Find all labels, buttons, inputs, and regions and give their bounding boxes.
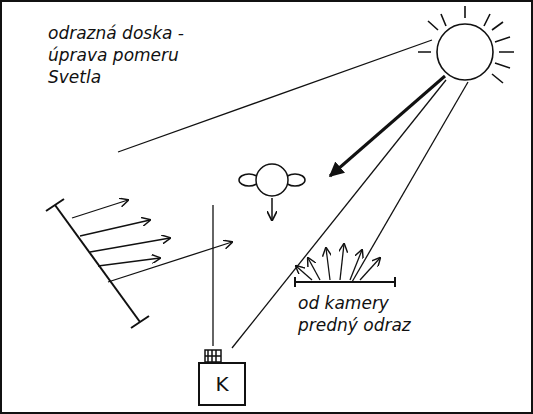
note-label: od kamery predný odraz bbox=[298, 292, 438, 336]
reflector-board bbox=[55, 205, 140, 322]
subject-figure bbox=[271, 198, 273, 220]
ground-reflection bbox=[340, 244, 344, 280]
light-line bbox=[352, 82, 468, 282]
subject-figure bbox=[256, 164, 288, 196]
camera-lens bbox=[205, 350, 221, 362]
ground-reflection bbox=[360, 258, 380, 280]
ground-reflection bbox=[326, 248, 330, 280]
ground-reflection bbox=[350, 250, 362, 280]
reflected-arrows bbox=[98, 258, 160, 266]
ground-reflection bbox=[295, 244, 395, 287]
light-line bbox=[232, 80, 446, 348]
ground-reflection bbox=[308, 258, 320, 280]
sun bbox=[418, 6, 514, 83]
camera-lens bbox=[205, 350, 221, 362]
reflector-board bbox=[46, 199, 149, 328]
reflected-arrows bbox=[108, 242, 232, 282]
reflector-board bbox=[46, 199, 149, 328]
reflected-arrows bbox=[72, 200, 128, 218]
camera-lens bbox=[205, 350, 221, 362]
subject-figure bbox=[239, 164, 305, 220]
sun bbox=[418, 6, 514, 83]
light-line bbox=[118, 40, 468, 348]
reflected-arrows bbox=[72, 200, 232, 282]
light-line bbox=[212, 205, 213, 346]
sun bbox=[437, 24, 493, 80]
camera-box: K bbox=[198, 362, 246, 406]
ground-reflection bbox=[296, 266, 312, 280]
note-label: odrazná doska - úprava pomeru Svetla bbox=[48, 22, 223, 88]
reflected-arrows bbox=[80, 220, 150, 236]
camera-letter: K bbox=[215, 373, 228, 395]
light-arrow bbox=[330, 76, 445, 176]
reflected-arrows bbox=[90, 238, 170, 252]
